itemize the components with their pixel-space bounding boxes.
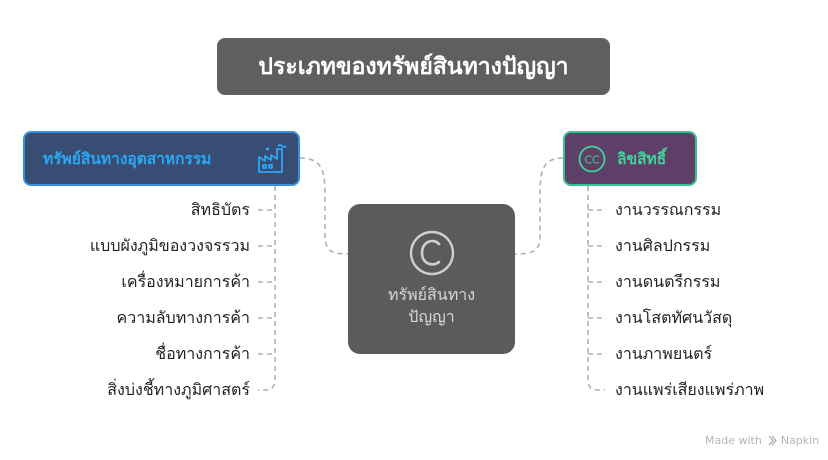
industrial-property-label: ทรัพย์สินทางอุตสาหกรรม <box>43 150 212 168</box>
footer-made-with: Made with <box>705 434 762 447</box>
copyright-node: CC ลิขสิทธิ์ <box>563 131 697 186</box>
right-item: งานวรรณกรรม <box>615 200 722 219</box>
left-item: ชื่อทางการค้า <box>155 344 250 363</box>
napkin-logo-icon <box>768 435 777 446</box>
center-label: ทรัพย์สินทาง ปัญญา <box>348 284 515 328</box>
svg-text:CC: CC <box>584 153 600 166</box>
cc-icon: CC <box>578 145 606 172</box>
footer-brand: Napkin <box>780 434 820 447</box>
left-item: สิ่งบ่งชี้ทางภูมิศาสตร์ <box>107 380 250 399</box>
right-item: งานโสตทัศนวัสดุ <box>615 308 733 327</box>
center-node: ทรัพย์สินทาง ปัญญา <box>348 204 515 354</box>
center-label-line2: ปัญญา <box>408 307 455 326</box>
right-item: งานภาพยนตร์ <box>615 344 713 363</box>
industrial-property-node: ทรัพย์สินทางอุตสาหกรรม <box>23 131 300 186</box>
left-item: ความลับทางการค้า <box>116 308 250 327</box>
diagram-title: ประเภทของทรัพย์สินทางปัญญา <box>217 38 610 95</box>
copyright-label: ลิขสิทธิ์ <box>617 150 667 168</box>
left-item: สิทธิบัตร <box>190 200 250 219</box>
left-item: เครื่องหมายการค้า <box>121 272 250 291</box>
left-item: แบบผังภูมิของวงจรรวม <box>89 236 250 255</box>
right-item: งานดนตรีกรรม <box>615 272 721 291</box>
factory-icon <box>258 144 287 173</box>
right-item: งานแพร่เสียงแพร่ภาพ <box>615 380 765 399</box>
copyright-icon <box>409 230 455 276</box>
footer-watermark: Made with Napkin <box>705 434 819 447</box>
right-item: งานศิลปกรรม <box>615 236 711 255</box>
center-label-line1: ทรัพย์สินทาง <box>387 285 476 304</box>
